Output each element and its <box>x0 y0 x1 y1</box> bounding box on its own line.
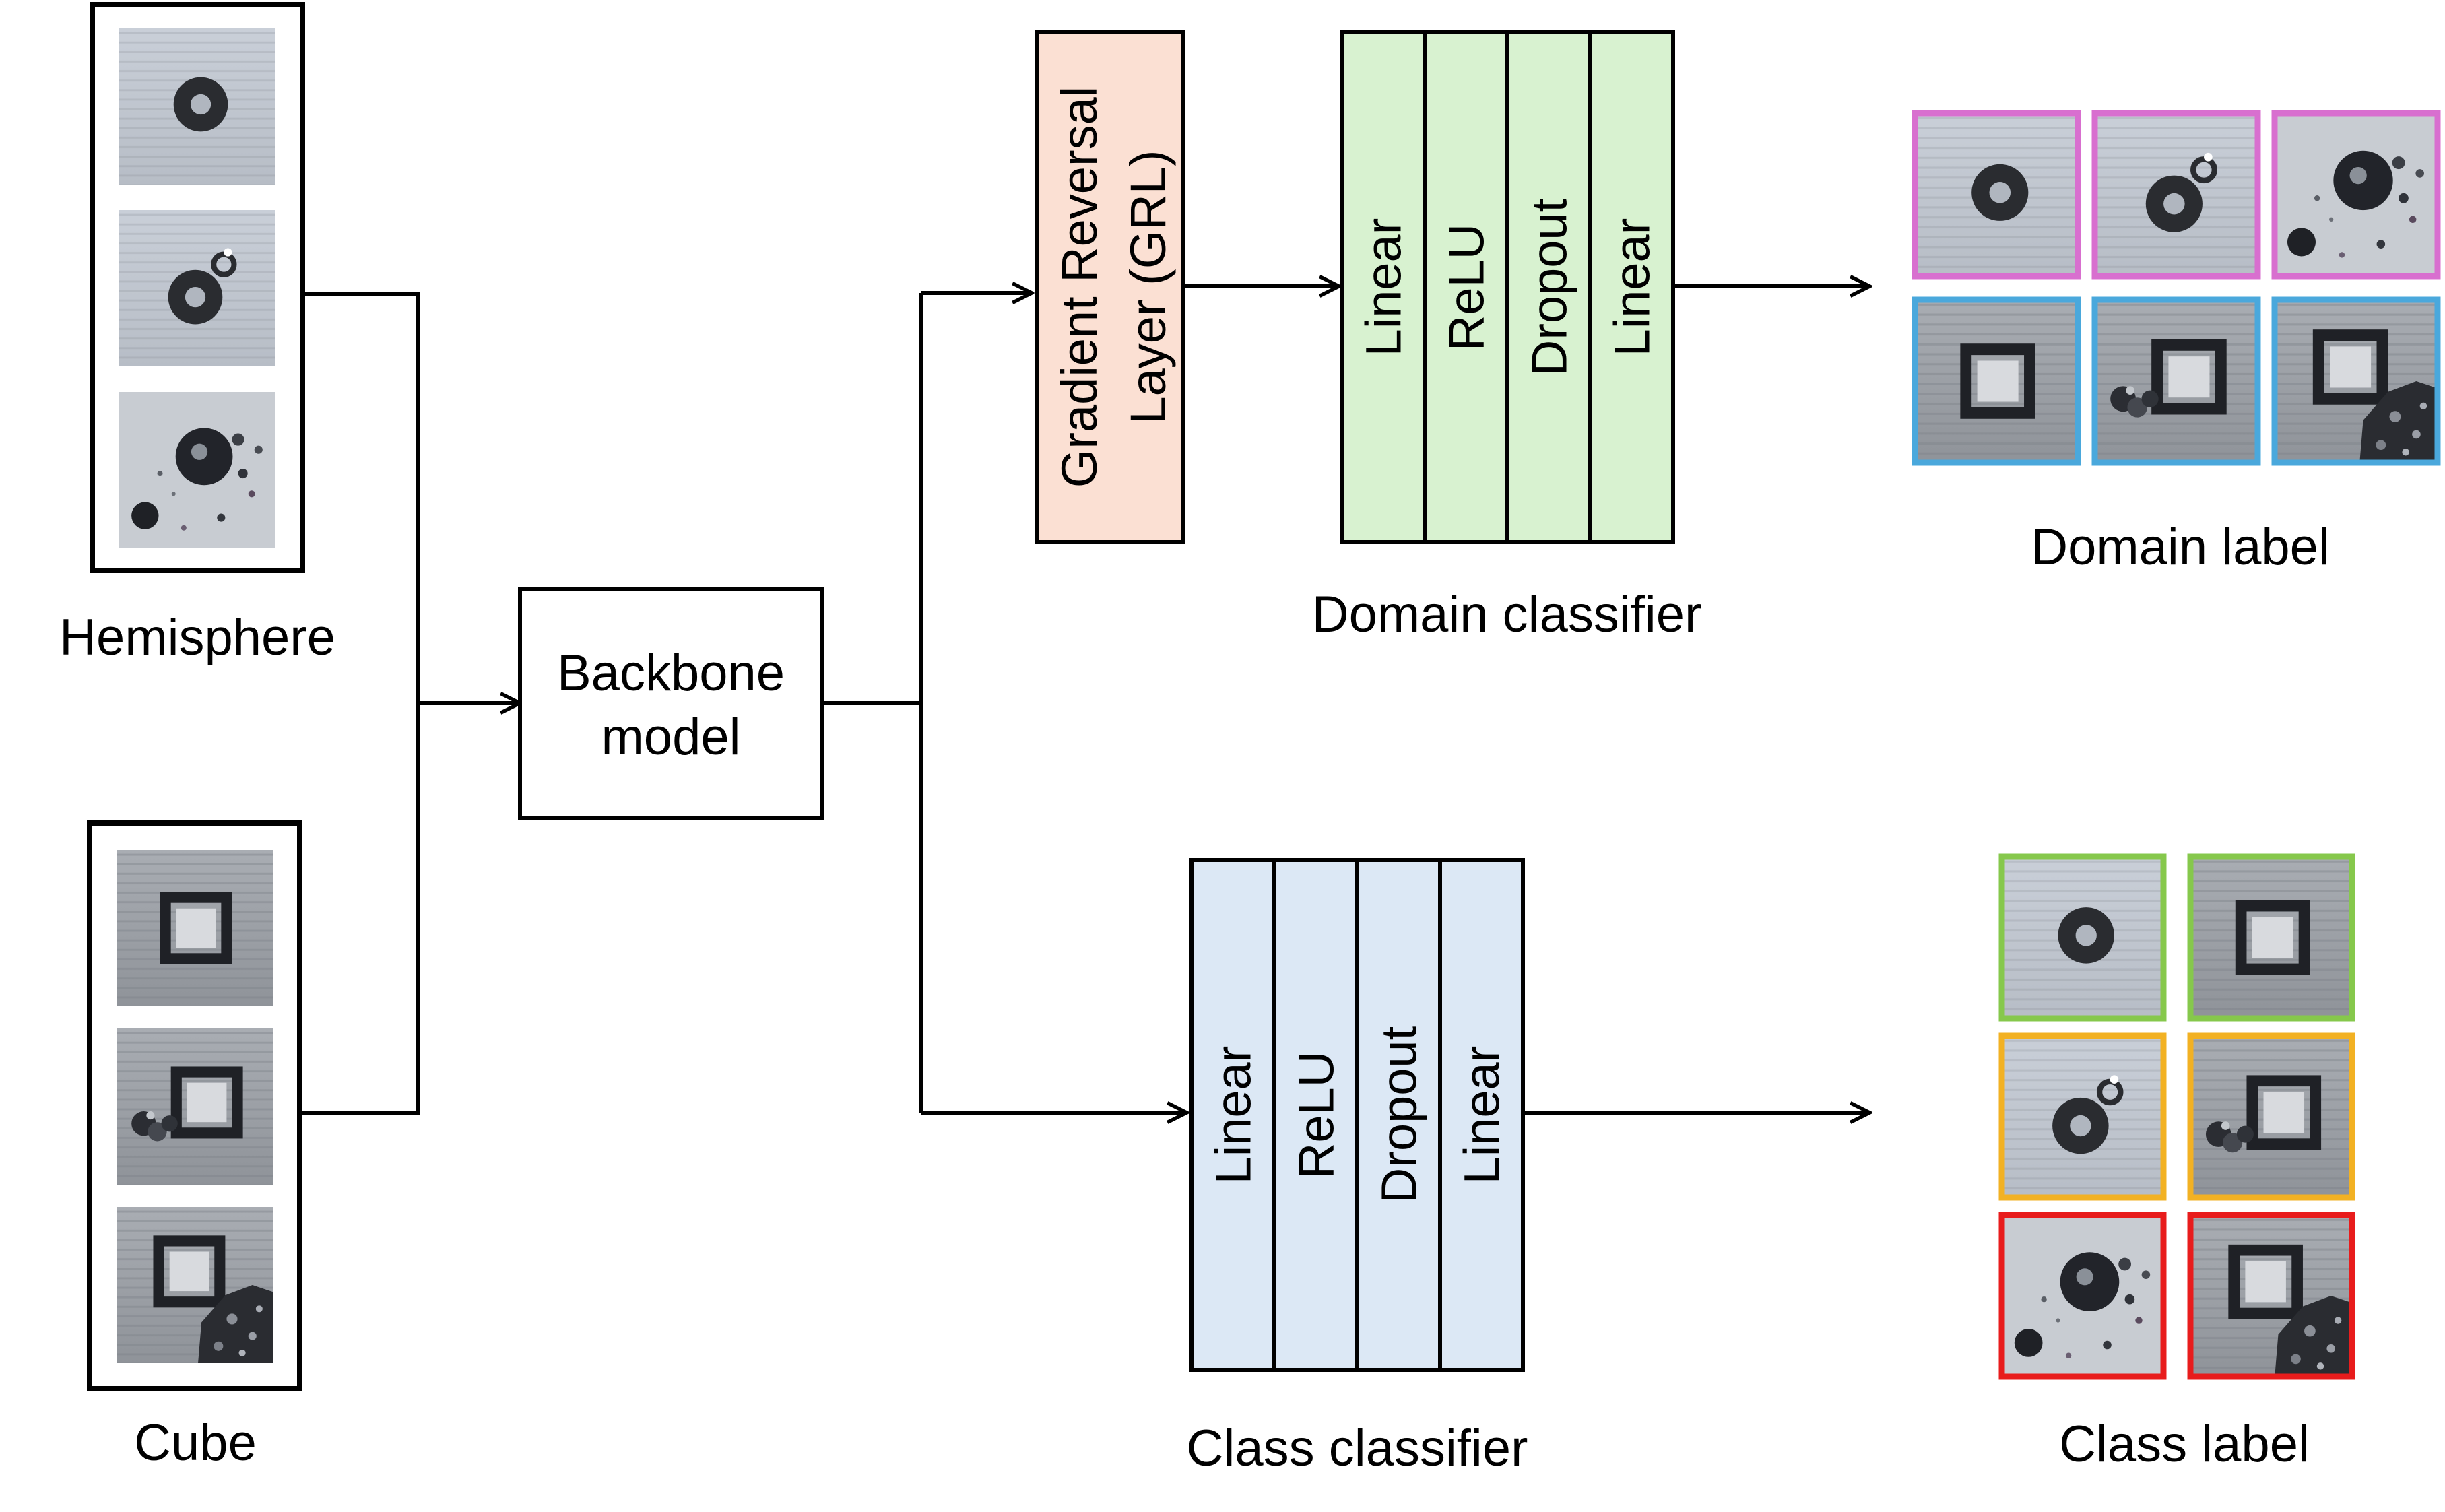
domain-classifier-layer-1-label: Linear <box>1356 218 1412 357</box>
class-classifier-layer-4-label: Linear <box>1454 1046 1510 1185</box>
cube-clean-thumbnail <box>117 850 273 1006</box>
class-classifier-caption: Class classifier <box>1187 1420 1528 1477</box>
class-classifier-layer-3-label: Dropout <box>1371 1026 1427 1204</box>
cube-input-panel <box>87 820 302 1391</box>
class-label-cell-cube-debris <box>2187 1212 2355 1380</box>
class-label-cell-hemisphere-clean <box>1998 853 2167 1022</box>
cube-debris-thumbnail <box>117 1207 273 1363</box>
domain-classifier-layer-4-label: Linear <box>1604 218 1660 357</box>
class-classifier-layer-2-label: ReLU <box>1289 1051 1344 1179</box>
domain-label-caption: Domain label <box>2031 519 2330 576</box>
domain-classifier-layer-1 <box>1340 30 1427 544</box>
class-label-cell-cube-clean <box>2187 853 2355 1022</box>
domain-classifier-stack: Linear ReLU Dropout Linear <box>1340 30 1675 544</box>
class-classifier-stack: Linear ReLU Dropout Linear <box>1189 858 1525 1372</box>
backbone-model-box: Backbone model <box>518 587 824 820</box>
input-merge-line <box>302 292 420 1115</box>
domain-classifier-caption: Domain classifier <box>1312 586 1702 643</box>
domain-label-cell-cube-clean <box>1912 296 2081 466</box>
domain-label-cell-hemisphere-particle <box>2091 110 2261 280</box>
hemisphere-input-panel <box>90 2 305 573</box>
domain-classifier-layer-3-label: Dropout <box>1522 198 1577 376</box>
hemisphere-particle-thumbnail <box>119 210 275 366</box>
class-classifier-layer-4 <box>1438 858 1525 1372</box>
backbone-label-line1: Backbone <box>557 645 785 702</box>
backbone-label-line2: model <box>601 709 741 766</box>
grl-label-line1: Gradient Reversal <box>1051 86 1107 488</box>
cube-label: Cube <box>134 1414 257 1472</box>
grl-box: Gradient Reversal Layer (GRL) <box>1035 30 1185 544</box>
connectors <box>302 286 1870 1113</box>
domain-label-cell-hemisphere-clean <box>1912 110 2081 280</box>
hemisphere-debris-thumbnail <box>119 392 275 548</box>
domain-classifier-layer-2 <box>1423 30 1509 544</box>
cube-particle-thumbnail <box>117 1028 273 1185</box>
class-label-caption: Class label <box>2059 1416 2310 1473</box>
class-label-grid <box>1998 853 2355 1380</box>
domain-label-cell-cube-particle <box>2091 296 2261 466</box>
domain-label-cell-hemisphere-debris <box>2271 110 2441 280</box>
class-classifier-layer-3 <box>1355 858 1442 1372</box>
domain-classifier-layer-2-label: ReLU <box>1439 224 1495 351</box>
class-classifier-layer-2 <box>1272 858 1359 1372</box>
class-classifier-layer-1-label: Linear <box>1206 1046 1262 1185</box>
grl-label-line2: Layer (GRL) <box>1120 150 1176 424</box>
class-label-cell-hemisphere-particle <box>1998 1032 2167 1201</box>
hemisphere-label: Hemisphere <box>59 609 335 666</box>
domain-label-grid <box>1912 110 2441 466</box>
class-label-cell-hemisphere-debris <box>1998 1212 2167 1380</box>
domain-label-cell-cube-debris <box>2271 296 2441 466</box>
domain-classifier-layer-4 <box>1588 30 1675 544</box>
class-label-cell-cube-particle <box>2187 1032 2355 1201</box>
hemisphere-clean-thumbnail <box>119 28 275 185</box>
domain-classifier-layer-3 <box>1505 30 1592 544</box>
